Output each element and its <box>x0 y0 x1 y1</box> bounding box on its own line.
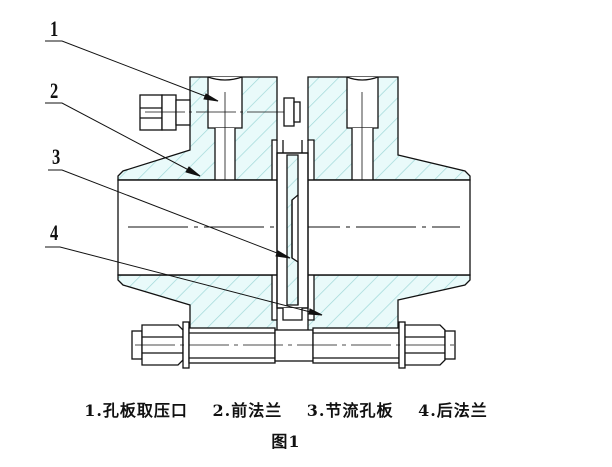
legend-caption: 1.孔板取压口 2.前法兰 3.节流孔板 4.后法兰 <box>0 397 592 421</box>
legend-item-2: 2.前法兰 <box>212 401 283 420</box>
callout-3-label: 3 <box>52 144 61 169</box>
pressure-fitting <box>139 94 301 131</box>
callout-4-label: 4 <box>50 220 59 245</box>
orifice-plate <box>276 77 309 321</box>
pressure-tap-right <box>346 76 379 187</box>
figure-title: 图1 <box>271 432 301 451</box>
legend-item-1: 1.孔板取压口 <box>84 401 188 420</box>
leader-lines <box>45 40 323 316</box>
legend-item-3: 3.节流孔板 <box>306 401 394 420</box>
callout-1-label: 1 <box>50 16 59 41</box>
legend-item-4: 4.后法兰 <box>418 401 488 420</box>
callout-2-label: 2 <box>50 78 59 103</box>
through-bolt <box>131 321 456 369</box>
